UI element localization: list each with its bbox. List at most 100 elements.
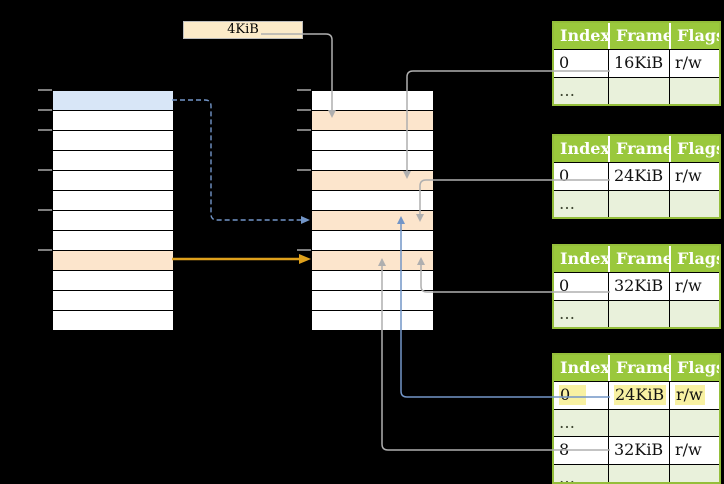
header-flags: Flags — [669, 355, 719, 381]
cell-index: 0 — [559, 276, 570, 295]
cell-frame: 24KiB — [608, 163, 669, 190]
address-tick — [38, 109, 52, 111]
page-table-header: Index Frame Flags — [554, 355, 719, 381]
memory-cell — [312, 231, 433, 251]
header-frame: Frame — [608, 136, 669, 162]
memory-cell — [312, 91, 433, 111]
highlight: 24KiB — [614, 385, 667, 405]
cell-index: … — [559, 304, 575, 323]
page-table-1: Index Frame Flags 0 16KiB r/w … — [552, 21, 721, 106]
size-label-4kib: 4KiB — [183, 21, 303, 39]
header-index: Index — [560, 358, 608, 377]
arrow-left-blue-to-physical — [172, 99, 310, 224]
middle-memory-column — [311, 90, 434, 331]
address-tick — [38, 169, 52, 171]
memory-cell — [312, 151, 433, 171]
highlight: r/w — [675, 385, 705, 405]
table-row-highlighted: 0 24KiB r/w — [554, 381, 719, 409]
memory-cell — [312, 131, 433, 151]
memory-cell — [53, 131, 173, 151]
cell-index: … — [559, 81, 575, 100]
address-tick — [38, 129, 52, 131]
table-row-ellipsis: … — [554, 409, 719, 436]
memory-cell — [53, 311, 173, 330]
table-row: 0 16KiB r/w — [554, 49, 719, 77]
header-flags: Flags — [669, 246, 719, 272]
header-flags: Flags — [669, 136, 719, 162]
header-flags: Flags — [669, 23, 719, 49]
arrow-left-orange-to-physical — [172, 254, 311, 264]
page-table-3: Index Frame Flags 0 32KiB r/w … — [552, 244, 721, 329]
left-memory-column — [52, 90, 174, 331]
header-frame: Frame — [608, 23, 669, 49]
table-row-ellipsis: … — [554, 464, 719, 482]
cell-frame — [608, 78, 669, 104]
memory-cell — [53, 291, 173, 311]
cell-index: 8 — [559, 440, 570, 459]
header-frame: Frame — [608, 246, 669, 272]
cell-frame: 16KiB — [608, 50, 669, 77]
table-row-ellipsis: … — [554, 77, 719, 104]
memory-cell-orange — [312, 211, 433, 231]
memory-cell — [312, 271, 433, 291]
memory-cell — [53, 211, 173, 231]
page-table-header: Index Frame Flags — [554, 246, 719, 272]
address-tick — [38, 249, 52, 251]
memory-cell — [312, 291, 433, 311]
page-table-header: Index Frame Flags — [554, 136, 719, 162]
memory-cell-orange — [312, 111, 433, 131]
cell-frame: 32KiB — [608, 273, 669, 300]
address-tick — [297, 109, 311, 111]
memory-cell — [53, 171, 173, 191]
page-table-4: Index Frame Flags 0 24KiB r/w … 8 32KiB … — [552, 353, 721, 484]
cell-flags: r/w — [669, 163, 719, 190]
memory-cell — [53, 151, 173, 171]
memory-cell — [53, 271, 173, 291]
header-index: Index — [560, 139, 608, 158]
cell-frame: 24KiB — [608, 382, 669, 409]
cell-frame — [608, 410, 669, 436]
cell-flags — [669, 465, 719, 482]
page-table-2: Index Frame Flags 0 24KiB r/w … — [552, 134, 721, 219]
page-table-header: Index Frame Flags — [554, 23, 719, 49]
highlight: 0 — [559, 385, 587, 405]
memory-cell — [53, 111, 173, 131]
memory-cell — [312, 311, 433, 330]
memory-cell-orange — [312, 251, 433, 271]
memory-cell — [312, 191, 433, 211]
memory-cell-orange — [53, 251, 173, 271]
table-row: 8 32KiB r/w — [554, 436, 719, 464]
cell-flags — [669, 191, 719, 217]
memory-cell — [53, 231, 173, 251]
cell-index: 0 — [559, 166, 570, 185]
cell-flags: r/w — [669, 50, 719, 77]
header-frame: Frame — [608, 355, 669, 381]
table-row-ellipsis: … — [554, 300, 719, 327]
memory-cell — [53, 191, 173, 211]
header-index: Index — [560, 26, 608, 45]
cell-flags: r/w — [669, 437, 719, 464]
cell-flags — [669, 78, 719, 104]
table-row: 0 32KiB r/w — [554, 272, 719, 300]
cell-frame — [608, 465, 669, 482]
cell-flags — [669, 301, 719, 327]
cell-frame — [608, 191, 669, 217]
cell-flags: r/w — [669, 273, 719, 300]
table-row: 0 24KiB r/w — [554, 162, 719, 190]
cell-frame: 32KiB — [608, 437, 669, 464]
address-tick — [297, 169, 311, 171]
cell-flags — [669, 410, 719, 436]
cell-frame — [608, 301, 669, 327]
cell-index: … — [559, 194, 575, 213]
cell-index: … — [559, 413, 575, 432]
header-index: Index — [560, 249, 608, 268]
address-tick — [297, 89, 311, 91]
cell-flags: r/w — [669, 382, 719, 409]
memory-cell-blue — [53, 91, 173, 111]
cell-index: 0 — [554, 382, 608, 409]
address-tick — [38, 89, 52, 91]
address-tick — [38, 209, 52, 211]
table-row-ellipsis: … — [554, 190, 719, 217]
cell-index: 0 — [559, 53, 570, 72]
